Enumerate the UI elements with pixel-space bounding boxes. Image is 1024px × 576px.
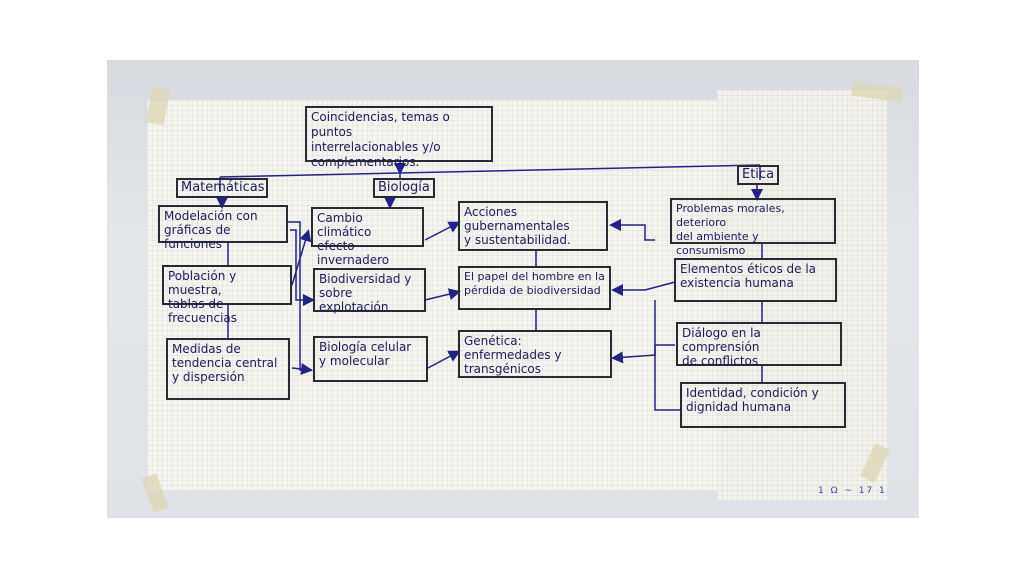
- root-box: Coincidencias, temas o puntos interrelac…: [305, 106, 493, 169]
- header-matematicas: Matemáticas: [176, 178, 268, 198]
- whiteboard-marker-scribble: 1 Ω ~ 17 1: [818, 486, 887, 496]
- bio-item: Biodiversidad y sobre explotación: [313, 268, 426, 314]
- etica-item: Identidad, condición y dignidad humana: [680, 382, 846, 428]
- etica-centro-link: [611, 344, 675, 364]
- etica-item: Diálogo en la comprensión de conflictos: [676, 322, 842, 368]
- mat-item: Medidas de tendencia central y dispersió…: [166, 338, 290, 400]
- header-biologia: Biología: [373, 178, 435, 198]
- etica-centro-link: [611, 281, 676, 296]
- centro-item: Genética: enfermedades y transgénicos: [458, 330, 612, 378]
- etica-centro-link: [654, 300, 680, 411]
- bio-item: Biología celular y molecular: [313, 336, 428, 382]
- centro-item: El papel del hombre en la pérdida de bio…: [458, 266, 611, 310]
- bio-centro-link: [427, 350, 461, 369]
- paper-sheet-right: [717, 90, 887, 500]
- mat-bio-link: [290, 229, 315, 306]
- centro-item: Acciones gubernamentales y sustentabilid…: [458, 201, 608, 251]
- mat-item: Población y muestra, tablas de frecuenci…: [162, 265, 292, 325]
- mat-bio-link: [291, 229, 312, 286]
- bio-item: Cambio climático efecto invernadero: [311, 207, 424, 267]
- mat-bio-link: [291, 363, 313, 375]
- top-bar: [219, 164, 761, 178]
- header-etica: Ética: [737, 165, 779, 185]
- etica-item: Problemas morales, deterioro del ambient…: [670, 198, 836, 257]
- etica-centro-link: [609, 219, 655, 241]
- mat-item: Modelación con gráficas de funciones: [158, 205, 288, 251]
- bio-centro-link: [424, 288, 461, 301]
- bio-centro-link: [424, 221, 461, 241]
- etica-item: Elementos éticos de la existencia humana: [674, 258, 837, 302]
